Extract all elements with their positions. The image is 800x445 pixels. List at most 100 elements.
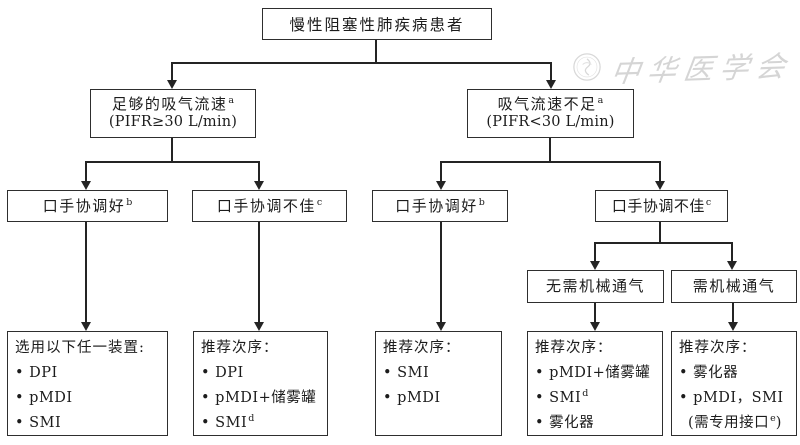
connector-left-drop-b xyxy=(258,161,260,182)
footnote-a-marker: a xyxy=(597,94,604,106)
rec-title: 推荐次序： xyxy=(383,340,461,356)
arrowhead-rec5 xyxy=(728,322,738,331)
item-text: pMDI+储雾罐 xyxy=(549,365,651,381)
connector-left-drop-a xyxy=(85,161,87,182)
device-item: pMDI xyxy=(15,386,163,411)
device-item: pMDI，SMI xyxy=(679,386,792,411)
footnote-a-marker: a xyxy=(228,94,235,106)
node-coord-poor-left-label: 口手协调不佳 xyxy=(216,196,316,215)
connector-root-bar xyxy=(171,62,552,64)
cma-watermark-text: 中华医学会 xyxy=(608,48,795,90)
connector-right-bar xyxy=(440,161,661,163)
arrowhead-flow-adequate xyxy=(167,80,177,89)
device-item: pMDI+储雾罐 xyxy=(201,386,323,411)
item-text: pMDI+储雾罐 xyxy=(215,390,317,406)
node-coord-poor-left: 口手协调不佳c xyxy=(192,190,347,222)
arrowhead-coord-poor-left xyxy=(254,181,264,190)
node-coord-good-left: 口手协调好b xyxy=(7,190,168,222)
rec-box-order-smi-first: 推荐次序： SMI pMDI xyxy=(375,331,502,436)
arrowhead-rec2 xyxy=(254,322,264,331)
node-vent-needed: 需机械通气 xyxy=(671,270,797,303)
rec-box-order-nebulizer-first: 推荐次序： 雾化器 pMDI，SMI (需专用接口e) xyxy=(671,331,797,436)
connector-root-drop-left xyxy=(171,62,173,81)
item-tail: ) xyxy=(775,415,782,431)
node-flow-adequate: 足够的吸气流速a (PIFR≥30 L/min) xyxy=(90,89,256,138)
item-text: DPI xyxy=(215,365,244,381)
device-item: SMI xyxy=(15,411,163,436)
item-text: (需专用接口 xyxy=(688,415,770,431)
node-flow-adequate-criterion: (PIFR≥30 L/min) xyxy=(108,114,238,131)
connector-root-stem xyxy=(375,40,377,63)
connector-vent-stem xyxy=(659,222,661,244)
connector-right-drop-a xyxy=(440,161,442,182)
arrowhead-vent-not-needed xyxy=(590,261,600,270)
footnote-b-marker: b xyxy=(126,196,133,208)
connector-vent-drop-a xyxy=(594,242,596,261)
arrowhead-coord-good-right xyxy=(436,181,446,190)
item-text: DPI xyxy=(29,365,58,381)
item-text: SMI xyxy=(29,415,62,431)
node-vent-needed-label: 需机械通气 xyxy=(692,277,776,296)
item-text: 雾化器 xyxy=(693,365,739,381)
item-text: 雾化器 xyxy=(549,415,595,431)
node-vent-not-needed: 无需机械通气 xyxy=(527,270,664,303)
node-coord-poor-right: 口手协调不佳c xyxy=(595,190,728,222)
connector-leaf5-drop xyxy=(732,303,734,322)
connector-right-drop-b xyxy=(659,161,661,182)
node-copd-patient: 慢性阻塞性肺疾病患者 xyxy=(262,8,492,40)
arrowhead-vent-needed xyxy=(727,261,737,270)
footnote-b-marker: b xyxy=(478,196,485,208)
node-flow-adequate-label: 足够的吸气流速 xyxy=(111,94,228,113)
device-item: SMId xyxy=(201,411,323,436)
item-text: SMI xyxy=(215,415,248,431)
connector-left-bar xyxy=(85,161,260,163)
arrowhead-coord-good-left xyxy=(81,181,91,190)
footnote-c-marker: c xyxy=(705,196,712,208)
item-text: SMI xyxy=(397,365,430,381)
connector-root-drop-right xyxy=(550,62,552,81)
arrowhead-rec4 xyxy=(590,322,600,331)
arrowhead-flow-inadequate xyxy=(546,80,556,89)
connector-leaf4-drop xyxy=(594,303,596,322)
rec-box-order-dpi-first: 推荐次序： DPI pMDI+储雾罐 SMId xyxy=(193,331,328,436)
item-text: pMDI xyxy=(29,390,73,406)
rec-title: 推荐次序： xyxy=(679,340,757,356)
item-text: pMDI xyxy=(397,390,441,406)
rec-box-any-device: 选用以下任一装置: DPI pMDI SMI xyxy=(7,331,168,436)
footnote-c-marker: c xyxy=(316,196,323,208)
device-item: SMI xyxy=(383,361,497,386)
device-item-note: (需专用接口e) xyxy=(679,411,792,436)
connector-vent-drop-b xyxy=(731,242,733,261)
rec-title: 推荐次序： xyxy=(201,340,279,356)
cma-seal-icon xyxy=(573,53,601,81)
device-item: SMId xyxy=(535,386,658,411)
footnote-d-marker: d xyxy=(248,413,255,425)
device-item: DPI xyxy=(15,361,163,386)
node-flow-inadequate-label: 吸气流速不足 xyxy=(497,94,597,113)
device-item: 雾化器 xyxy=(679,361,792,386)
arrowhead-rec3 xyxy=(436,322,446,331)
connector-leaf2-drop xyxy=(258,222,260,322)
node-vent-not-needed-label: 无需机械通气 xyxy=(545,277,645,296)
node-coord-good-right-label: 口手协调好 xyxy=(395,196,478,215)
footnote-e-marker: e xyxy=(770,413,776,425)
node-coord-poor-right-label: 口手协调不佳 xyxy=(611,196,705,215)
device-item: pMDI xyxy=(383,386,497,411)
arrowhead-rec1 xyxy=(81,322,91,331)
node-flow-inadequate: 吸气流速不足a (PIFR<30 L/min) xyxy=(467,89,634,138)
arrowhead-coord-poor-right xyxy=(655,181,665,190)
connector-right-stem xyxy=(549,138,551,163)
connector-leaf3-drop xyxy=(440,222,442,322)
item-text: pMDI，SMI xyxy=(693,390,784,406)
rec-box-order-pmdi-spacer-first: 推荐次序： pMDI+储雾罐 SMId 雾化器 xyxy=(527,331,663,436)
node-coord-good-left-label: 口手协调好 xyxy=(42,196,126,215)
connector-left-stem xyxy=(171,138,173,163)
cma-watermark: 中华医学会 xyxy=(572,42,795,92)
footnote-d-marker: d xyxy=(582,388,589,400)
node-coord-good-right: 口手协调好b xyxy=(372,190,508,222)
node-copd-patient-label: 慢性阻塞性肺疾病患者 xyxy=(289,16,465,34)
device-item: DPI xyxy=(201,361,323,386)
node-flow-inadequate-criterion: (PIFR<30 L/min) xyxy=(486,114,615,131)
rec-title: 推荐次序： xyxy=(535,340,613,356)
